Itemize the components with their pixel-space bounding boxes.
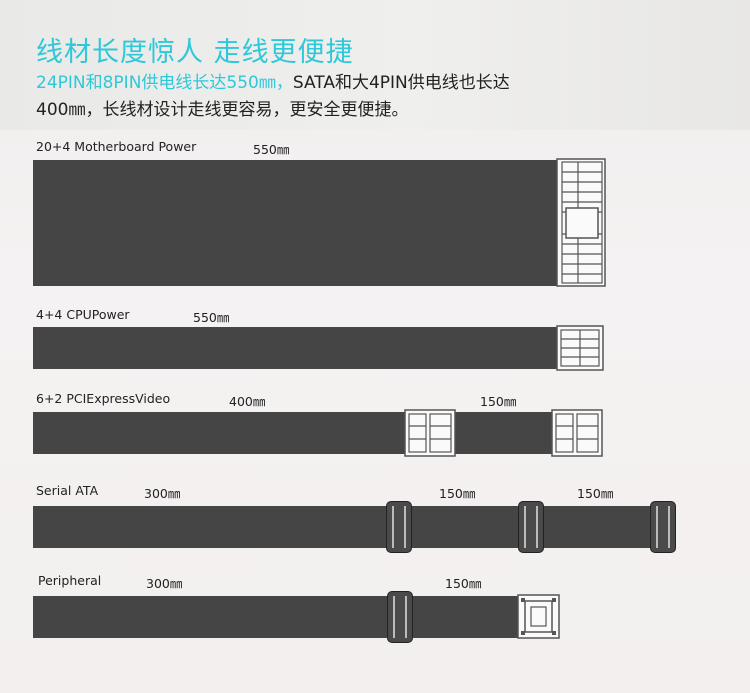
pcie-mid-connector-icon — [404, 409, 456, 457]
pcie-length-2: 150㎜ — [480, 394, 517, 409]
sata-length-1: 300㎜ — [144, 486, 181, 501]
sata-length-2: 150㎜ — [439, 486, 476, 501]
description-highlight: 24PIN和8PIN供电线长达550㎜， — [36, 73, 293, 93]
sata-length-3: 150㎜ — [577, 486, 614, 501]
motherboard-length: 550㎜ — [253, 142, 290, 157]
peripheral-length-2: 150㎜ — [445, 576, 482, 591]
atx-24pin-connector-icon — [556, 158, 606, 287]
sata-label: Serial ATA — [36, 483, 99, 498]
pcie-end-connector-icon — [551, 409, 603, 457]
cpu-label: 4+4 CPUPower — [36, 307, 130, 322]
peripheral-length-1: 300㎜ — [146, 576, 183, 591]
header-background — [0, 0, 750, 130]
page-title: 线材长度惊人 走线更便捷 — [36, 37, 354, 68]
cpu-8pin-connector-icon — [556, 325, 604, 371]
description-line2: 400㎜，长线材设计走线更容易，更安全更便捷。 — [36, 100, 409, 120]
peripheral-cable — [33, 596, 519, 638]
sata-connector-icon — [518, 501, 544, 553]
molex-4pin-connector-icon — [517, 594, 560, 639]
description: 24PIN和8PIN供电线长达550㎜，SATA和大4PIN供电线也长达 400… — [36, 70, 636, 124]
pcie-label: 6+2 PCIExpressVideo — [36, 391, 171, 406]
pcie-length-1: 400㎜ — [229, 394, 266, 409]
sata-connector-icon — [386, 501, 412, 553]
cpu-cable — [33, 327, 558, 369]
sata-cable — [33, 506, 663, 548]
molex-ferrule-icon — [387, 591, 413, 643]
cpu-length: 550㎜ — [193, 310, 230, 325]
peripheral-label: Peripheral — [38, 573, 102, 588]
description-rest: SATA和大4PIN供电线也长达 — [292, 73, 510, 93]
motherboard-label: 20+4 Motherboard Power — [36, 139, 197, 154]
sata-connector-icon — [650, 501, 676, 553]
pcie-cable — [33, 412, 553, 454]
motherboard-cable — [33, 160, 558, 286]
